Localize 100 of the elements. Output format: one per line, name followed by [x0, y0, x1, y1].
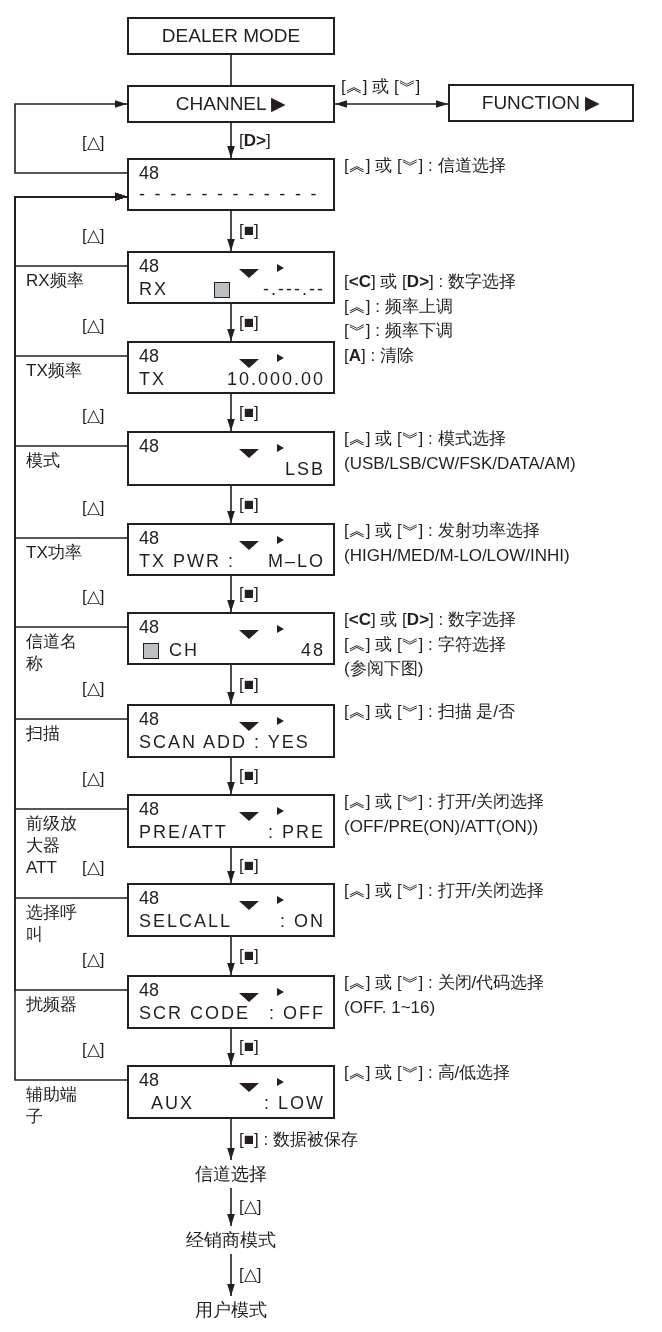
edge-label: [■] [239, 1036, 259, 1058]
edge-label: [△] [239, 1264, 262, 1286]
note-text: [︽] 或 [︾] : 高/低选择 [344, 1062, 511, 1084]
edge-label: [■] [239, 311, 259, 334]
mode-box [448, 84, 634, 122]
display-box [127, 523, 335, 576]
edge-label: [■] [239, 401, 259, 424]
note-text: [︽] 或 [︾] : 扫描 是/否 [344, 701, 515, 723]
display-box [127, 251, 335, 304]
display-text: 48 [139, 616, 160, 638]
side-label: 模式 [26, 450, 61, 472]
note-text: (OFF. 1~16) [344, 996, 436, 1019]
display-text: 48 [139, 798, 160, 820]
edge-label: [■] [239, 493, 259, 516]
arrow [227, 303, 235, 342]
edge-label: [△] [82, 405, 105, 427]
display-text: AUX [151, 1092, 194, 1114]
step-text: 信道选择 [171, 1160, 291, 1188]
display-box [127, 794, 335, 848]
display-text: TX [139, 368, 166, 390]
display-text: 48 [139, 162, 160, 184]
display-box [127, 431, 335, 486]
display-box [127, 612, 335, 665]
arrow [227, 1187, 235, 1227]
edge-label: [△] [239, 1196, 262, 1218]
display-text: 10.000.00 [226, 368, 325, 390]
arrow [227, 936, 235, 976]
edge-label: [■] [239, 854, 259, 877]
step-text: 用户模式 [171, 1296, 291, 1324]
display-text: TX PWR : [139, 550, 235, 572]
note-text: [︽] 或 [︾] : 信道选择 [344, 155, 506, 177]
edge-label: [△] [82, 586, 105, 608]
edge-label: [△] [82, 1039, 105, 1061]
side-label: RX频率 [26, 270, 85, 292]
arrow [14, 100, 128, 174]
edge-label: [△] [82, 315, 105, 337]
note-text: [<C] 或 [D>] : 数字选择 [344, 609, 516, 631]
display-text: 48 [300, 639, 325, 661]
display-text: LSB [284, 458, 325, 480]
edge-label: [■] [239, 765, 259, 787]
edge-label: [△] [82, 497, 105, 519]
note-text: [︽] 或 [︾] : 打开/关闭选择 [344, 880, 545, 902]
arrow [227, 664, 235, 705]
display-text: 48 [139, 708, 160, 730]
edge-label: [△] [82, 678, 105, 700]
note-text: (参阅下图) [344, 658, 424, 680]
arrow [334, 100, 449, 108]
note-text: (USB/LSB/CW/FSK/DATA/AM) [344, 452, 576, 475]
note-text: [︽] 或 [︾] : 打开/关闭选择 [344, 791, 545, 813]
display-text: 48 [139, 979, 160, 1001]
display-text: SCAN ADD : YES [139, 731, 310, 753]
display-text: PRE/ATT [139, 821, 228, 843]
note-text: (HIGH/MED/M-LO/LOW/INHI) [344, 544, 570, 567]
display-text: SELCALL [139, 910, 233, 932]
arrow [227, 847, 235, 884]
edge-label: [■] [239, 583, 259, 605]
display-text: M–LO [267, 550, 325, 572]
edge-label: [△] [82, 132, 105, 154]
edge-label: [■] [239, 673, 259, 696]
display-text: : PRE [268, 821, 325, 843]
arrow [227, 1118, 235, 1161]
arrow [227, 757, 235, 795]
arrow [227, 393, 235, 432]
display-text: : LOW [264, 1092, 325, 1114]
display-text: 48 [139, 887, 160, 909]
note-text: [<C] 或 [D>] : 数字选择 [344, 271, 516, 293]
display-text: 48 [139, 345, 160, 367]
side-label: 辅助端子 [26, 1084, 78, 1128]
edge-label: [■] : 数据被保存 [239, 1128, 358, 1151]
arrow [227, 210, 235, 252]
display-text: SCR CODE [139, 1002, 250, 1024]
arrow [227, 485, 235, 524]
display-box [127, 704, 335, 758]
display-text: : OFF [269, 1002, 325, 1024]
note-text: [︽] 或 [︾] : 字符选择 [344, 633, 506, 656]
side-label: TX频率 [26, 360, 83, 382]
display-box [127, 1065, 335, 1119]
arrow [227, 1028, 235, 1066]
note-text: [︽] 或 [︾] : 模式选择 [344, 428, 506, 450]
display-box [127, 158, 335, 211]
side-label: 选择呼叫 [26, 902, 78, 946]
note-text: (OFF/PRE(ON)/ATT(ON)) [344, 815, 539, 838]
step-text: 经销商模式 [161, 1226, 301, 1254]
mode-box [127, 17, 335, 55]
display-text: -.---.-- [263, 278, 325, 300]
display-text: ------------ [139, 183, 327, 205]
note-text: [︽] 或 [︾] : 发射功率选择 [344, 520, 540, 542]
edge-label: [△] [82, 768, 105, 790]
note-text: [︾] : 频率下调 [344, 320, 453, 342]
note-text: [︽] : 频率上调 [344, 295, 453, 318]
side-label: 信道名称 [26, 631, 78, 675]
display-text: RX [139, 278, 168, 300]
arrow [227, 122, 235, 159]
display-box [127, 883, 335, 937]
box-label: CHANNEL ▶ [174, 92, 288, 115]
display-text: 48 [139, 1069, 160, 1091]
edge-label: [△] [82, 225, 105, 247]
note-text: [A] : 清除 [344, 344, 414, 367]
edge-label: [D>] [239, 129, 271, 152]
box-label: FUNCTION ▶ [480, 91, 602, 114]
